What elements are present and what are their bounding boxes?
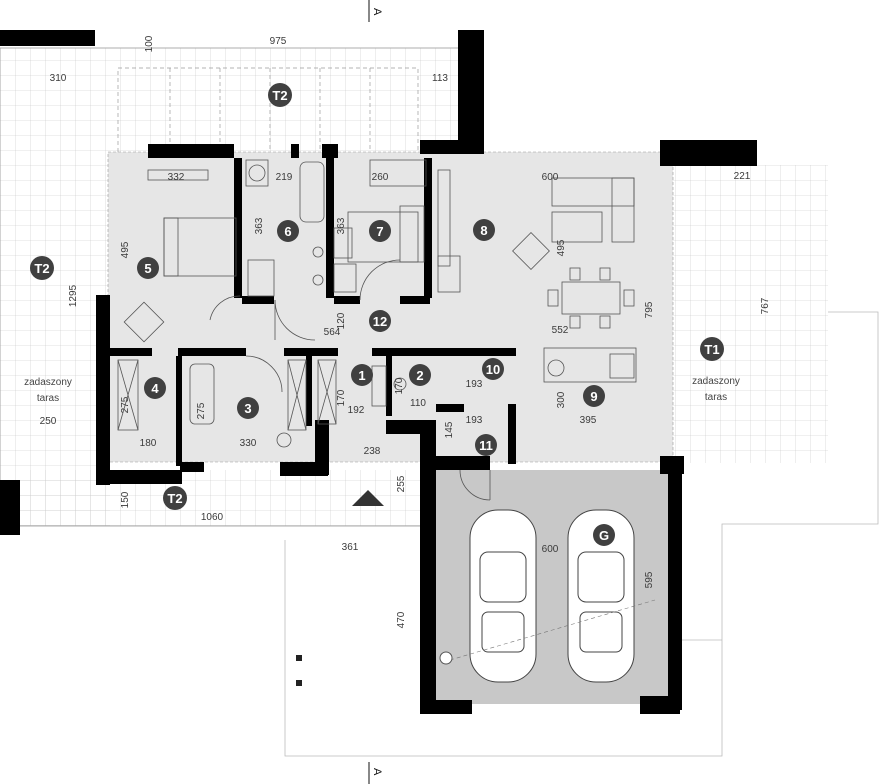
dim-room4-width: 180 <box>140 438 157 449</box>
left-terrace-label-2: taras <box>37 393 59 404</box>
dim-room3-width: 330 <box>240 438 257 449</box>
room-label-garage: G <box>599 528 609 543</box>
room-label-2: 2 <box>416 368 423 383</box>
terrace-label-t1: T1 <box>704 342 719 357</box>
bathtub-icon <box>299 161 325 223</box>
room-label-8: 8 <box>480 223 487 238</box>
kitchen-island <box>543 347 637 383</box>
section-mark-bottom: A <box>371 768 383 776</box>
dim-bottom-width: 1060 <box>201 512 224 523</box>
dim-vestibule-width: 238 <box>364 446 381 457</box>
dim-right-terrace-depth: 767 <box>760 297 771 314</box>
section-mark-top: A <box>371 8 383 16</box>
plant-icon <box>512 232 550 270</box>
room-label-1: 1 <box>358 368 365 383</box>
dim-entry-width: 361 <box>342 542 359 553</box>
dim-top-left: 310 <box>50 73 67 84</box>
right-terrace-label-2: taras <box>705 392 727 403</box>
dim-garage-width: 600 <box>542 544 559 555</box>
dim-room1-depth: 170 <box>336 389 347 406</box>
room-markers: 1 2 3 4 5 6 7 8 9 10 11 12 G T2 T2 T2 T1 <box>30 83 724 546</box>
right-terrace-label-1: zadaszony <box>692 376 740 387</box>
dim-living-width: 552 <box>552 325 569 336</box>
dim-room5-depth: 495 <box>120 241 131 258</box>
bathtub-icon <box>189 363 215 425</box>
dim-room11-depth: 145 <box>444 421 455 438</box>
room-label-4: 4 <box>151 381 159 396</box>
car-icon <box>469 509 635 683</box>
entrance-arrow-icon <box>352 490 384 506</box>
house-floor <box>107 151 674 704</box>
dim-room2-width: 110 <box>410 398 426 409</box>
dim-living-depth: 795 <box>644 301 655 318</box>
terrace-label-t2-top: T2 <box>272 88 287 103</box>
room-label-3: 3 <box>244 401 251 416</box>
room-label-12: 12 <box>373 314 387 329</box>
dim-top-offset: 100 <box>144 35 155 52</box>
dim-hall-width: 564 <box>324 327 341 338</box>
dim-room6-depth: 363 <box>254 217 265 234</box>
dim-right-terrace-width: 221 <box>734 171 751 182</box>
dim-entry-height: 470 <box>396 611 407 628</box>
dining-table <box>561 281 621 315</box>
terrace-label-t2-bottom: T2 <box>167 491 182 506</box>
dimension-labels: 975 100 310 113 1295 250 1060 150 255 36… <box>40 35 771 628</box>
plant-icon <box>123 301 165 343</box>
dim-overall-width: 975 <box>270 36 287 47</box>
marker-square <box>296 655 302 661</box>
dim-room7-width: 260 <box>372 172 389 183</box>
dim-kitchen-width: 395 <box>580 415 597 426</box>
dim-room7-depth: 363 <box>336 217 347 234</box>
dim-bottom-entry: 255 <box>396 475 407 492</box>
dim-left-terrace-width: 250 <box>40 416 57 427</box>
left-terrace-label-1: zadaszony <box>24 377 72 388</box>
room-label-9: 9 <box>590 389 597 404</box>
room-label-7: 7 <box>376 224 383 239</box>
dim-room3-depth: 275 <box>196 402 207 419</box>
marker-square <box>296 680 302 686</box>
dim-room4-depth: 275 <box>120 396 131 413</box>
room-label-6: 6 <box>284 224 291 239</box>
terrace-labels: zadaszony taras zadaszony taras <box>24 376 740 404</box>
walls <box>0 30 757 714</box>
dim-kitchen-depth: 300 <box>556 391 567 408</box>
dim-garage-depth: 595 <box>644 571 655 588</box>
dim-top-right: 113 <box>432 73 448 84</box>
dim-room8-depth: 495 <box>556 239 567 256</box>
dim-room8-width: 600 <box>542 172 559 183</box>
dim-room1-width: 192 <box>348 405 365 416</box>
dim-left-height: 1295 <box>68 284 79 307</box>
room-label-5: 5 <box>144 261 151 276</box>
room-label-10: 10 <box>486 362 500 377</box>
terrace-label-t2-left: T2 <box>34 261 49 276</box>
dim-room6-width: 219 <box>276 172 293 183</box>
room-label-11: 11 <box>479 438 493 453</box>
dim-room11-width: 193 <box>466 415 483 426</box>
dim-hall-depth: 120 <box>336 312 347 329</box>
doors <box>209 259 491 501</box>
dim-room2-depth: 170 <box>394 377 405 394</box>
furniture <box>117 159 637 448</box>
dim-room5-width: 332 <box>168 172 185 183</box>
dim-room10-width: 193 <box>466 379 483 390</box>
dim-bottom-left: 150 <box>120 491 131 508</box>
